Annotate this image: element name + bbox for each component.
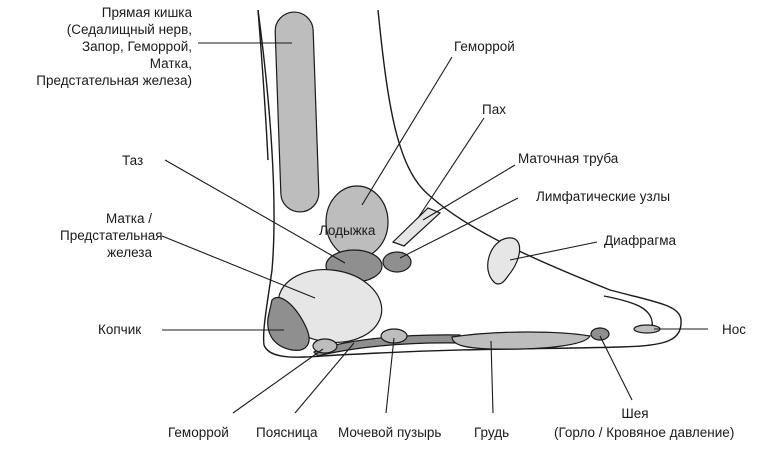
label-rectum-line-3: Запор, Геморрой, xyxy=(4,38,192,55)
label-neck: Шея xyxy=(610,405,660,422)
label-uterus-line-1: Матка / xyxy=(60,210,152,227)
label-bladder: Мочевой пузырь xyxy=(338,424,441,441)
label-coccyx: Копчик xyxy=(98,321,141,338)
zone-diaphragm xyxy=(488,238,520,284)
label-hemorrhoid-bottom: Геморрой xyxy=(168,424,229,441)
leader-hemorrhoid-bottom xyxy=(233,349,323,413)
label-nose: Нос xyxy=(722,321,746,338)
leader-chest xyxy=(491,341,493,413)
zone-neck xyxy=(591,328,609,340)
leader-lines xyxy=(162,43,708,413)
label-lower-back: Поясница xyxy=(256,424,318,441)
label-ankle: Лодыжка xyxy=(319,222,375,239)
label-diaphragm: Диафрагма xyxy=(604,232,676,249)
leader-uterus xyxy=(162,236,315,298)
label-rectum-line-4: Матка, xyxy=(4,55,192,72)
label-rectum-line-5: Предстательная железа) xyxy=(4,72,192,89)
label-uterus-line-2: Предстательная xyxy=(60,227,152,244)
leader-neck xyxy=(600,336,632,400)
label-fallopian: Маточная труба xyxy=(518,150,618,167)
label-rectum-line-1: Прямая кишка xyxy=(4,4,192,21)
label-pelvis: Таз xyxy=(122,152,143,169)
leader-bladder xyxy=(386,338,394,413)
label-neck-detail: (Горло / Кровяное давление) xyxy=(554,424,734,441)
label-hemorrhoid-top: Геморрой xyxy=(454,38,515,55)
leader-diaphragm xyxy=(510,242,597,260)
leader-hemorrhoid-top xyxy=(362,57,452,205)
zone-hemorrhoid-bottom xyxy=(313,339,337,353)
label-chest: Грудь xyxy=(474,424,509,441)
label-rectum: Прямая кишка (Седалищный нерв, Запор, Ге… xyxy=(4,4,192,89)
zone-chest xyxy=(452,332,590,349)
reflex-zones xyxy=(268,11,660,356)
label-groin: Пах xyxy=(482,101,506,118)
label-lymph: Лимфатические узлы xyxy=(536,188,670,205)
zone-rectum xyxy=(275,11,320,212)
label-uterus-line-3: железа xyxy=(60,244,152,261)
label-rectum-line-2: (Седалищный нерв, xyxy=(4,21,192,38)
label-uterus: Матка / Предстательная железа xyxy=(60,210,152,261)
leader-fallopian xyxy=(423,165,515,220)
